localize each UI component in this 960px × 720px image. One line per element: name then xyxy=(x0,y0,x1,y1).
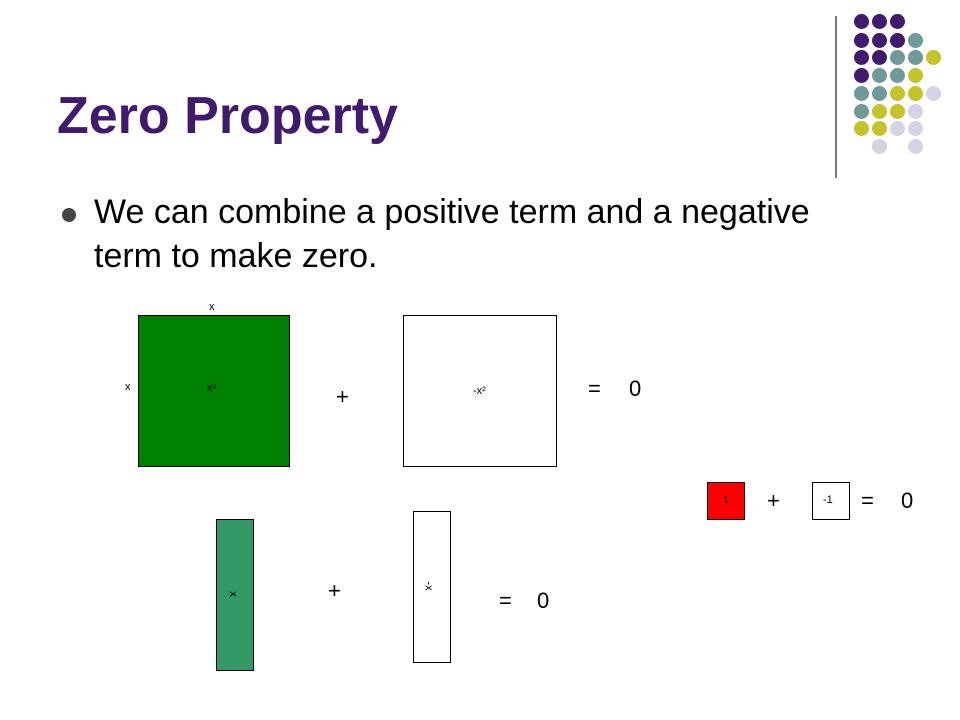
unit-result: 0 xyxy=(901,488,914,513)
x-equals: = xyxy=(499,588,512,613)
decor-dot xyxy=(908,50,923,65)
x-plus: + xyxy=(328,578,341,603)
decor-dot xyxy=(890,121,905,136)
decor-dot xyxy=(854,68,869,83)
negative-x-tile xyxy=(413,511,451,663)
negative-unit-tile xyxy=(812,482,850,520)
negative-unit-tile-label: -1 xyxy=(823,494,833,506)
unit-plus: + xyxy=(767,488,780,513)
decor-dot xyxy=(926,50,941,65)
decor-dot xyxy=(890,50,905,65)
unit-tile xyxy=(707,482,745,520)
x-tile xyxy=(216,519,254,671)
decor-dot xyxy=(908,33,923,48)
decor-dot xyxy=(908,104,923,119)
divider-line xyxy=(835,16,837,178)
decor-dot xyxy=(854,50,869,65)
slide-title: Zero Property xyxy=(57,87,398,145)
x-squared-result: 0 xyxy=(629,376,642,401)
decor-dot xyxy=(872,33,887,48)
decor-dot xyxy=(872,104,887,119)
negative-x-tile-label: -x xyxy=(422,581,435,591)
decor-dot xyxy=(926,86,941,101)
decor-dot xyxy=(872,68,887,83)
x-squared-equals: = xyxy=(588,376,601,401)
decor-dot xyxy=(908,86,923,101)
decor-dot xyxy=(854,14,869,29)
decor-dot xyxy=(854,33,869,48)
decor-dot xyxy=(890,104,905,119)
bullet-marker xyxy=(62,208,76,222)
x-squared-top-label: x xyxy=(209,301,215,313)
unit-tile-label: 1 xyxy=(723,494,730,506)
decor-dot xyxy=(854,104,869,119)
decor-dot xyxy=(890,68,905,83)
x-squared-plus: + xyxy=(336,384,349,409)
negative-x-squared-tile-label: -x² xyxy=(473,385,486,397)
x-result: 0 xyxy=(537,588,550,613)
decor-dot xyxy=(908,121,923,136)
decor-dot xyxy=(890,86,905,101)
x-squared-side-label: x xyxy=(125,381,131,393)
decor-dot xyxy=(872,50,887,65)
decor-dot xyxy=(872,121,887,136)
negative-x-squared-tile xyxy=(403,315,557,467)
bullet-text: We can combine a positive term and a neg… xyxy=(94,193,810,275)
unit-equals: = xyxy=(861,488,874,513)
decor-dot xyxy=(908,68,923,83)
decor-dot xyxy=(872,86,887,101)
decor-dot xyxy=(908,139,923,154)
x-squared-tile xyxy=(138,315,290,467)
decor-dot xyxy=(890,14,905,29)
decor-dot xyxy=(854,86,869,101)
decor-dot xyxy=(854,121,869,136)
decor-dot xyxy=(890,33,905,48)
decor-dot xyxy=(872,139,887,154)
x-squared-tile-label: x² xyxy=(207,382,217,394)
x-tile-label: x xyxy=(226,591,239,597)
decor-dot xyxy=(872,14,887,29)
